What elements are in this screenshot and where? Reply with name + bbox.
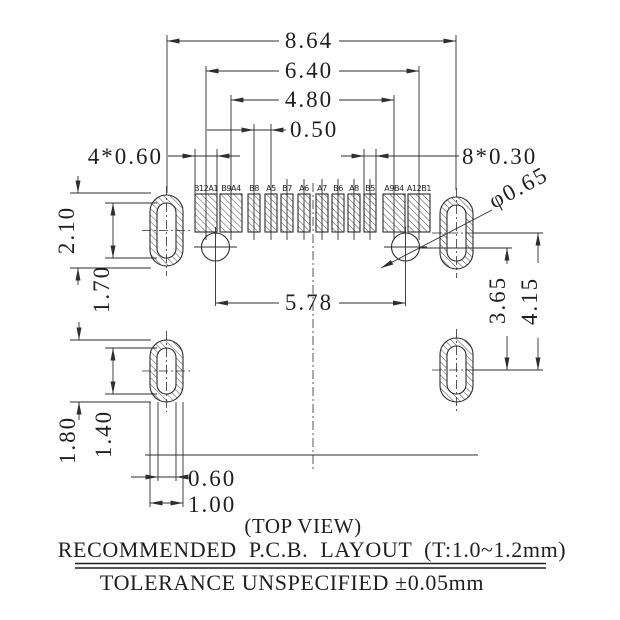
extension-lines [70,35,543,507]
pin-label: B8 [249,184,259,193]
dim-outer-pads-span: 6.40 [285,58,333,83]
dim-rear-pad-width: 1.00 [188,492,236,517]
pin-label: B12A1 [194,184,219,193]
pin-label: B9A4 [221,184,241,193]
view-label: (TOP VIEW) [244,514,361,538]
drawing-notes: (TOP VIEW) RECOMMENDED P.C.B. LAYOUT (T:… [58,514,566,595]
dim-inner-pads-span: 4.80 [285,87,333,112]
contact-pads [194,193,431,233]
tolerance-note: TOLERANCE UNSPECIFIED ±0.05mm [100,570,484,595]
dim-side-to-rear: 4.15 [517,277,542,325]
dim-side-slot-height: 1.70 [89,265,114,313]
pin-labels: B12A1 B9A4 B8 A5 B7 A6 A7 B6 A8 B5 A9B4 … [194,184,432,193]
hole-dia-leader [380,209,493,269]
pin-label: B5 [365,184,375,193]
dimension-lines [75,38,541,506]
dimension-texts: 8.64 6.40 4.80 0.50 4*0.60 8*0.30 5.78 φ… [54,28,552,517]
pin-label: A8 [349,184,359,193]
pin-label: A7 [317,184,327,193]
dim-hole-to-rear: 3.65 [485,276,510,324]
pin-label: A5 [266,184,276,193]
dim-pad-pitch: 0.50 [290,117,338,142]
pin-label: A12B1 [407,184,432,193]
dim-wide-pads: 4*0.60 [88,144,163,169]
pin-label: B7 [282,184,292,193]
layout-note: RECOMMENDED P.C.B. LAYOUT (T:1.0~1.2mm) [58,537,566,562]
dim-narrow-pads: 8*0.30 [462,144,537,169]
dim-side-pad-height: 2.10 [54,206,79,254]
pin-label: A6 [299,184,309,193]
dim-rear-slot-height: 1.40 [91,410,116,458]
pin-label: A9B4 [384,184,404,193]
dim-overall-width: 8.64 [285,28,333,53]
dim-rear-slot-width: 0.60 [188,466,236,491]
pin-label: B6 [333,184,343,193]
dim-hole-dia: φ0.65 [485,162,553,214]
dim-holes-span: 5.78 [285,290,333,315]
dim-rear-pad-height: 1.80 [55,416,80,464]
centerlines [142,183,481,469]
